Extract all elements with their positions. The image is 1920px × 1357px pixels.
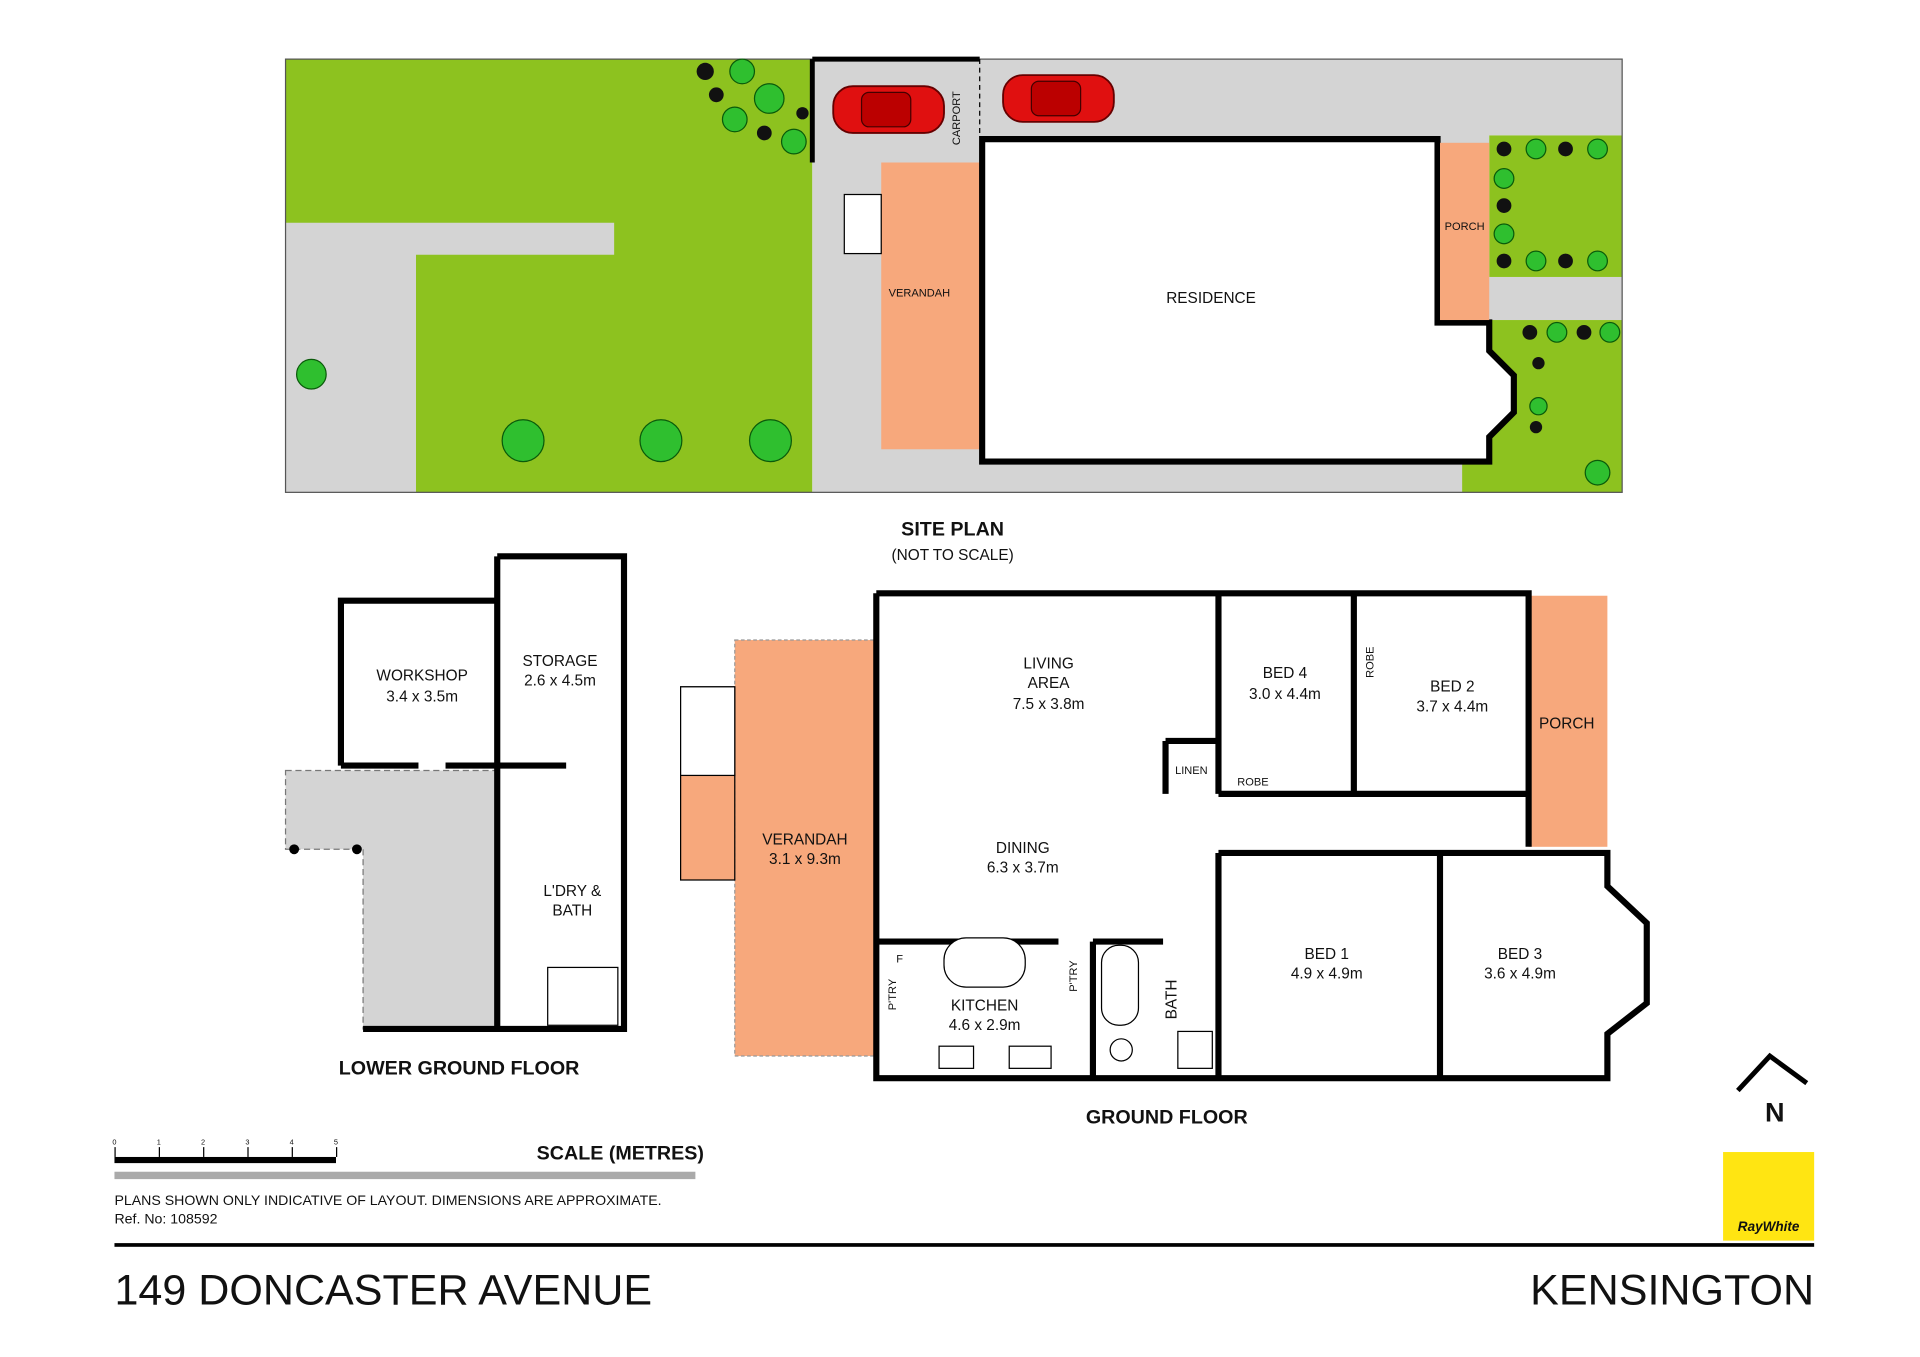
- reference-number: Ref. No: 108592: [114, 1210, 217, 1226]
- residence-label: RESIDENCE: [1166, 290, 1256, 307]
- storage-name: STORAGE: [523, 653, 598, 670]
- scale-tick: 1: [157, 1138, 161, 1147]
- living-name: LIVING: [1023, 655, 1073, 672]
- laundry-dims: BATH: [552, 903, 592, 920]
- dining-dims: 6.3 x 3.7m: [987, 860, 1059, 877]
- pantry2-label: P'TRY: [1068, 960, 1080, 992]
- site-verandah-label: VERANDAH: [889, 288, 950, 300]
- living-name2: AREA: [1028, 675, 1071, 692]
- porch-label: PORCH: [1539, 716, 1595, 733]
- living-dims: 7.5 x 3.8m: [1013, 696, 1085, 713]
- site-plan-subtitle: (NOT TO SCALE): [892, 547, 1014, 564]
- toilet-icon: [1109, 1038, 1133, 1062]
- robe2-label: ROBE: [1365, 647, 1377, 678]
- verandah-dims: 3.1 x 9.3m: [769, 851, 841, 868]
- sink-icon: [1008, 1045, 1052, 1069]
- bed1-dims: 4.9 x 4.9m: [1291, 965, 1363, 982]
- lower-walls: [337, 553, 628, 1033]
- linen-label: LINEN: [1175, 765, 1208, 777]
- storage-dims: 2.6 x 4.5m: [524, 673, 596, 690]
- porch: [1528, 595, 1608, 847]
- robe-label: ROBE: [1237, 776, 1268, 788]
- ground-floor: VERANDAH 3.1 x 9.3m LIVING AREA 7.5 x 3.…: [680, 590, 1650, 1129]
- scale-tick: 0: [112, 1138, 116, 1147]
- shrub-icons: [696, 62, 1592, 434]
- verandah-name: VERANDAH: [762, 831, 847, 848]
- site-verandah: [881, 162, 980, 450]
- kitchen-dims: 4.6 x 2.9m: [949, 1017, 1021, 1034]
- bed2-dims: 3.7 x 4.4m: [1416, 698, 1488, 715]
- bed4-dims: 3.0 x 4.4m: [1249, 686, 1321, 703]
- scale-label: SCALE (METRES): [537, 1142, 704, 1164]
- site-stairs: [843, 193, 882, 255]
- address: 149 DONCASTER AVENUE: [114, 1267, 652, 1315]
- residence-outline: [979, 136, 1517, 465]
- site-plan-title: SITE PLAN: [901, 518, 1004, 540]
- disclaimer: PLANS SHOWN ONLY INDICATIVE OF LAYOUT. D…: [114, 1192, 661, 1208]
- scale-tick: 5: [334, 1138, 338, 1147]
- north-label: N: [1765, 1096, 1785, 1127]
- north-arrow-icon: N: [1736, 1052, 1809, 1127]
- bed2-name: BED 2: [1430, 679, 1474, 696]
- island-bench: [943, 937, 1026, 988]
- lower-ground-title: LOWER GROUND FLOOR: [339, 1057, 580, 1079]
- site-plan: CARPORT VERANDAH RESIDENCE PORCH SITE PL…: [284, 56, 1623, 564]
- kitchen-name: KITCHEN: [951, 997, 1018, 1014]
- scale-bar: 0 1 2 3 4 5 SCALE (METRES): [112, 1138, 704, 1180]
- raywhite-logo: RayWhite: [1723, 1152, 1815, 1241]
- bed3-name: BED 3: [1498, 946, 1542, 963]
- fridge-label: F: [896, 953, 903, 965]
- site-porch-label: PORCH: [1445, 221, 1485, 233]
- bed4-name: BED 4: [1263, 665, 1308, 682]
- shower-icon: [1177, 1030, 1213, 1069]
- tiles: [547, 966, 619, 1026]
- car-icon: [1002, 74, 1115, 123]
- verandah: [734, 639, 877, 1057]
- plant-icons: [296, 58, 1621, 486]
- pantry-label: P'TRY: [887, 978, 899, 1010]
- lower-ground-floor: WORKSHOP 3.4 x 3.5m STORAGE 2.6 x 4.5m L…: [284, 553, 628, 1079]
- scale-tick: 4: [290, 1138, 294, 1147]
- scale-tick: 3: [245, 1138, 249, 1147]
- svg-text:RayWhite: RayWhite: [1738, 1219, 1800, 1234]
- scale-tick: 2: [201, 1138, 205, 1147]
- bath-label: BATH: [1164, 979, 1181, 1019]
- ground-floor-title: GROUND FLOOR: [1086, 1107, 1248, 1129]
- laundry-name: L'DRY &: [543, 883, 602, 900]
- site-path-left: [285, 222, 615, 493]
- bathtub-icon: [1100, 944, 1140, 1026]
- workshop-dims: 3.4 x 3.5m: [386, 689, 458, 706]
- car-icon: [832, 85, 945, 134]
- bed3-dims: 3.6 x 4.9m: [1484, 965, 1556, 982]
- lower-paved-area: [284, 769, 498, 1030]
- carport-label: CARPORT: [951, 91, 963, 145]
- site-porch: [1440, 142, 1490, 321]
- cooktop-icon: [938, 1045, 975, 1069]
- suburb: KENSINGTON: [1530, 1267, 1814, 1315]
- workshop-name: WORKSHOP: [376, 668, 467, 685]
- dining-name: DINING: [996, 840, 1050, 857]
- footer-divider: [114, 1243, 1815, 1247]
- bed1-name: BED 1: [1305, 946, 1349, 963]
